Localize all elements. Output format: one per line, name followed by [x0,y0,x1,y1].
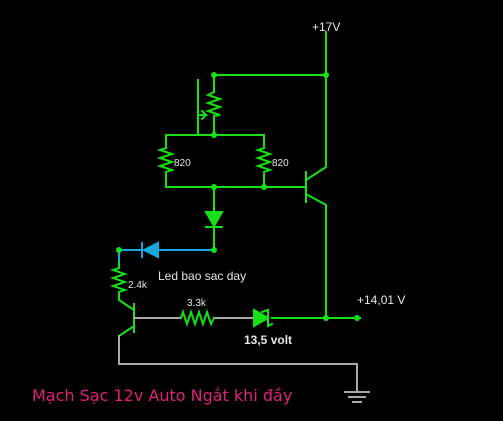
ground [344,391,370,403]
r820-right-label: 820 [272,158,289,169]
potentiometer [204,90,224,118]
r24k [109,266,129,294]
led-label: Led bao sac day [158,269,246,283]
node [211,132,217,138]
output-voltage-label: +14,01 V [357,293,405,307]
r820-left [156,146,176,174]
r820-left-label: 820 [174,158,191,169]
npn-transistor [117,298,136,338]
zener-bar [260,308,274,328]
r33k [179,308,216,328]
diode [204,211,224,229]
pot-wiper [197,109,209,121]
supply-wire [213,31,327,76]
zener-label: 13,5 volt [244,333,292,347]
pot-wire [197,74,265,136]
node [323,72,329,78]
node [261,184,267,190]
led [141,241,159,259]
node [354,315,360,321]
node [211,184,217,190]
supply-label: +17V [312,20,340,34]
r820-right [254,146,274,174]
zener-diode [253,308,271,328]
led-wire [118,249,215,263]
pnp-transistor [304,165,328,319]
page-title: Mạch Sạc 12v Auto Ngắt khi đầy [32,386,292,405]
node [211,247,217,253]
node [116,247,122,253]
r33k-label: 3.3k [187,298,207,309]
r24k-label: 2.4k [128,280,148,291]
node [211,72,217,78]
node [323,315,329,321]
npn-emitter-wire [118,335,358,393]
